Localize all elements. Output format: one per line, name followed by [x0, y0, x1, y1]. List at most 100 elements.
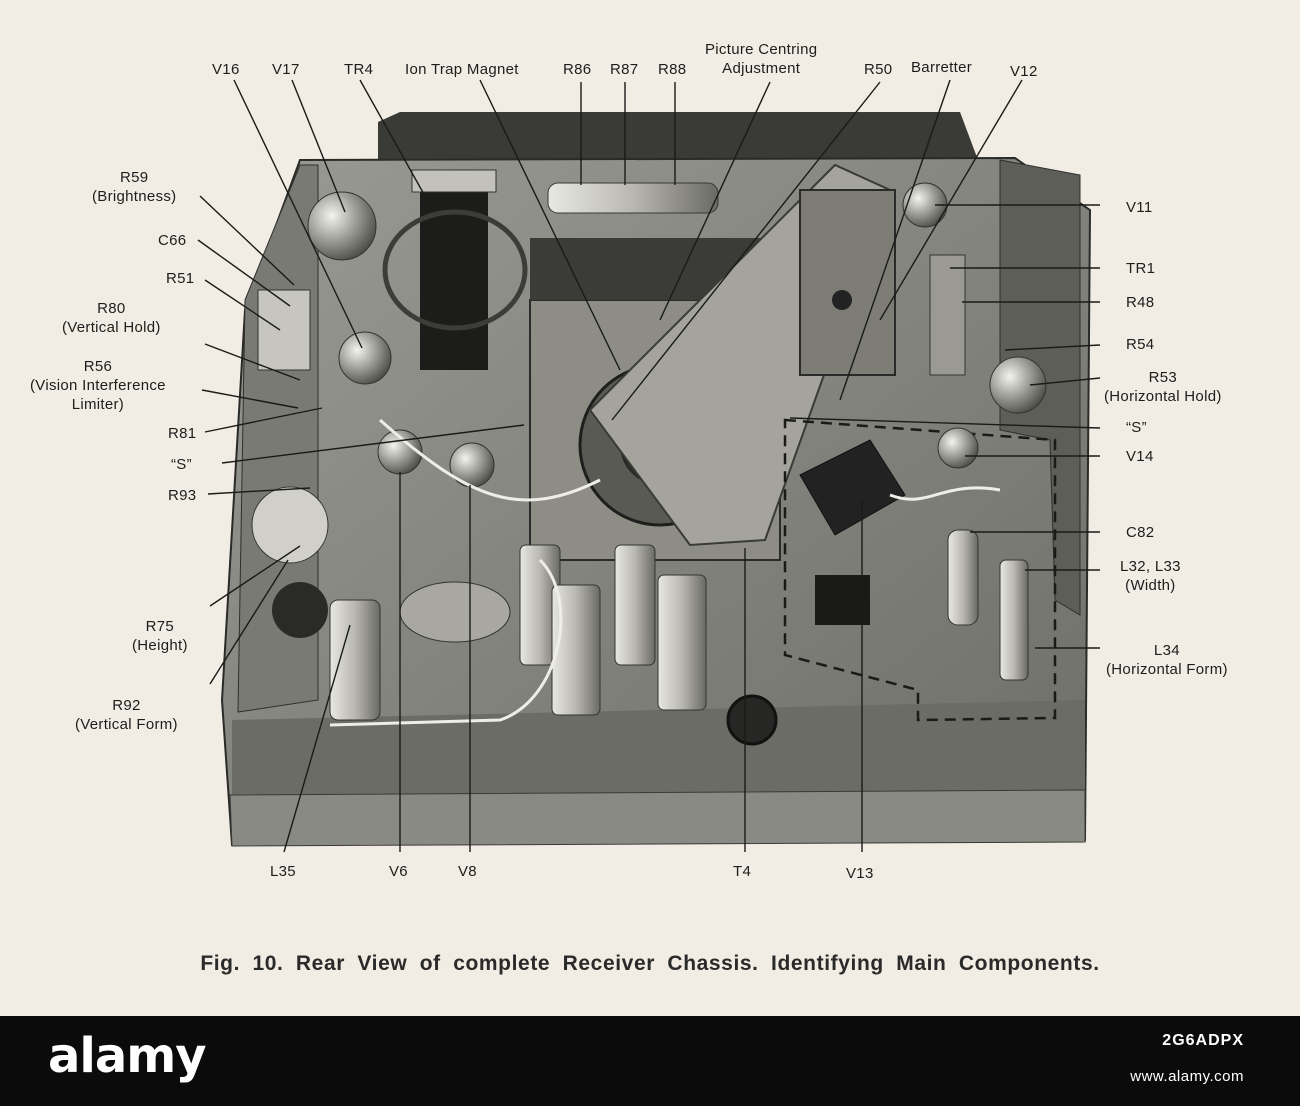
label-v13: V13	[846, 865, 874, 882]
leader-v12	[879, 79, 1023, 321]
tr4-frame	[411, 169, 497, 193]
v14-valve	[937, 427, 979, 469]
label-r75-id: R75	[145, 618, 175, 635]
label-tr1: TR1	[1126, 260, 1156, 277]
leader-v16	[233, 79, 363, 349]
label-v8: V8	[458, 863, 477, 880]
tr4-coil	[382, 209, 528, 331]
label-r75-function: (Height)	[132, 637, 188, 654]
can-5	[657, 574, 707, 711]
label-l34-function: (Horizontal Form)	[1106, 661, 1228, 678]
label-s-right: “S”	[1126, 419, 1147, 436]
v16-valve	[338, 331, 392, 385]
can-3	[551, 584, 601, 716]
leader-s-left	[221, 424, 525, 464]
label-barretter: Barretter	[911, 59, 973, 76]
label-r86: R86	[563, 61, 592, 78]
label-r87: R87	[610, 61, 639, 78]
label-r56: R56 (Vision Interference Limiter)	[30, 357, 166, 414]
leader-tr4	[359, 79, 431, 206]
t4-knob	[726, 694, 778, 746]
label-ion-trap-magnet: Ion Trap Magnet	[405, 61, 519, 78]
label-r56-id: R56	[83, 358, 113, 375]
r59-control	[257, 289, 311, 371]
leader-r80	[204, 343, 301, 381]
v17-valve	[307, 191, 377, 261]
label-r80-function: (Vertical Hold)	[62, 319, 161, 336]
l35-can	[329, 599, 381, 721]
label-r48: R48	[1126, 294, 1155, 311]
leader-r93	[207, 487, 311, 495]
label-s-left: “S”	[171, 456, 192, 473]
scan-panel-outline	[783, 418, 1057, 722]
wire-1	[379, 418, 601, 502]
c82-capacitor	[947, 529, 979, 626]
watermark-image-id: 2G6ADPX	[1162, 1032, 1244, 1049]
label-r53-function: (Horizontal Hold)	[1104, 388, 1222, 405]
label-r54: R54	[1126, 336, 1155, 353]
label-v14: V14	[1126, 448, 1154, 465]
watermark-site: www.alamy.com	[1130, 1068, 1244, 1085]
leader-r50	[611, 81, 881, 421]
leader-r51	[204, 279, 281, 331]
label-v11: V11	[1126, 199, 1153, 216]
r92-knob	[272, 582, 328, 638]
label-l34-id: L34	[1153, 642, 1180, 659]
label-v16: V16	[212, 61, 240, 78]
label-r92: R92 (Vertical Form)	[75, 696, 178, 734]
leader-r54	[1004, 344, 1101, 351]
diagram-stage: V16 V17 TR4 Ion Trap Magnet R86 R87 R88 …	[30, 40, 1228, 975]
v8-valve	[449, 442, 495, 488]
v13-socket	[799, 439, 906, 536]
label-v6: V6	[389, 863, 408, 880]
label-v17: V17	[272, 61, 300, 78]
label-l32-id: L32, L33	[1120, 558, 1181, 575]
label-r81: R81	[168, 425, 197, 442]
label-picture-centring: Picture Centring Adjustment	[705, 40, 817, 78]
label-r92-function: (Vertical Form)	[75, 716, 178, 733]
tr4-transformer	[420, 180, 488, 370]
leader-s-right	[789, 417, 1101, 429]
label-v12: V12	[1010, 63, 1038, 80]
label-r50: R50	[864, 61, 893, 78]
label-picture-centring-line1: Picture Centring	[705, 41, 818, 58]
label-l32-l33: L32, L33 (Width)	[1120, 557, 1181, 595]
leader-v17	[291, 79, 346, 213]
label-tr4: TR4	[344, 61, 374, 78]
tr1-board	[929, 254, 966, 376]
label-r53-id: R53	[1148, 369, 1178, 386]
label-r80: R80 (Vertical Hold)	[62, 299, 161, 337]
label-l34: L34 (Horizontal Form)	[1106, 641, 1228, 679]
leader-r75	[209, 545, 301, 607]
choke	[399, 581, 511, 643]
label-r59-function: (Brightness)	[92, 188, 177, 205]
leader-r92	[209, 559, 289, 685]
label-r56-function-line2: Limiter)	[71, 396, 125, 413]
label-l32-function: (Width)	[1125, 577, 1176, 594]
r53-control	[989, 356, 1047, 414]
leader-l35	[283, 624, 351, 853]
leader-r53	[1029, 377, 1101, 386]
r93-control	[251, 486, 329, 564]
watermark-logo: alamy	[48, 1028, 207, 1084]
label-r80-id: R80	[97, 300, 126, 317]
label-c82: C82	[1126, 524, 1155, 541]
leader-c66	[197, 239, 291, 307]
cabinet-top	[378, 112, 978, 160]
label-picture-centring-line2: Adjustment	[722, 60, 801, 77]
chassis-illustration	[197, 79, 1101, 853]
label-l35: L35	[270, 863, 296, 880]
label-r59-id: R59	[120, 169, 149, 186]
label-r92-id: R92	[112, 697, 141, 714]
leader-picture-centring	[659, 81, 771, 321]
label-r59: R59 (Brightness)	[92, 168, 176, 206]
can-4	[614, 544, 656, 666]
line-output-cage	[799, 189, 896, 376]
label-r93: R93	[168, 487, 197, 504]
leader-r56	[201, 389, 299, 409]
label-t4: T4	[733, 863, 752, 880]
label-c66: C66	[158, 232, 187, 249]
wire-2	[329, 558, 563, 727]
chassis-front-rail	[229, 789, 1086, 847]
figure-caption: Fig. 10. Rear View of complete Receiver …	[200, 952, 1100, 975]
